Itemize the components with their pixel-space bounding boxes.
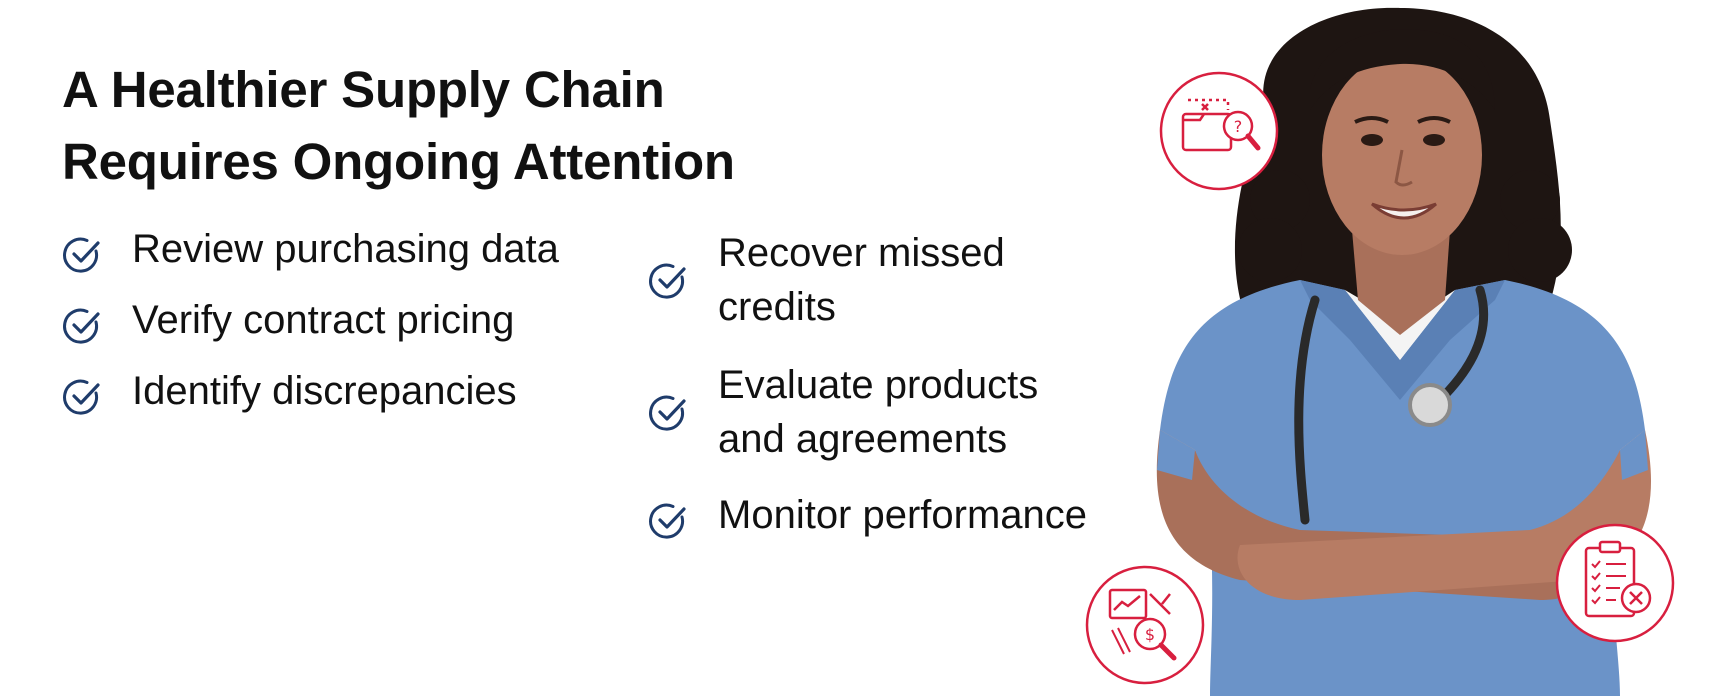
checklist-item-review: Review purchasing data [60,227,559,278]
check-circle-icon [63,237,100,273]
checklist-item-evaluate: Evaluate products and agreements [646,363,1038,466]
check-circle-icon [649,503,686,539]
checklist-item-monitor: Monitor performance [646,493,1087,544]
checklist-label: Review purchasing data [132,227,559,271]
checklist-label-line-1: Evaluate products [718,363,1039,407]
check-circle-icon [63,308,100,344]
svg-text:$: $ [1145,625,1155,644]
check-circle-icon [649,263,686,299]
nurse-photo [1156,7,1652,696]
check-circle-icon [63,379,100,415]
checklist-item-verify: Verify contract pricing [60,298,514,349]
checklist-label: Identify discrepancies [132,369,517,413]
svg-text:?: ? [1234,117,1243,136]
checklist-item-recover: Recover missed credits [646,231,1005,334]
checklist-label: Verify contract pricing [132,298,515,342]
checklist-label: Evaluate products and agreements [718,358,1038,466]
checklist-label-line-2: and agreements [718,417,1008,461]
finance-analysis-icon: $ [1085,565,1205,685]
checklist-label-line-1: Recover missed [718,231,1005,275]
page-title-line-2: Requires Ongoing Attention [62,133,735,190]
checklist-label: Recover missed credits [718,226,1005,334]
checklist-item-identify: Identify discrepancies [60,369,517,420]
page-title-line-1: A Healthier Supply Chain [62,61,665,118]
checklist-label-line-2: credits [718,285,836,329]
check-circle-icon [649,395,686,431]
folder-search-icon: ? [1159,71,1279,191]
page-title: A Healthier Supply Chain Requires Ongoin… [62,54,735,198]
stethoscope [1294,295,1320,525]
clipboard-reject-icon [1555,523,1675,643]
checklist-label: Monitor performance [718,493,1088,537]
